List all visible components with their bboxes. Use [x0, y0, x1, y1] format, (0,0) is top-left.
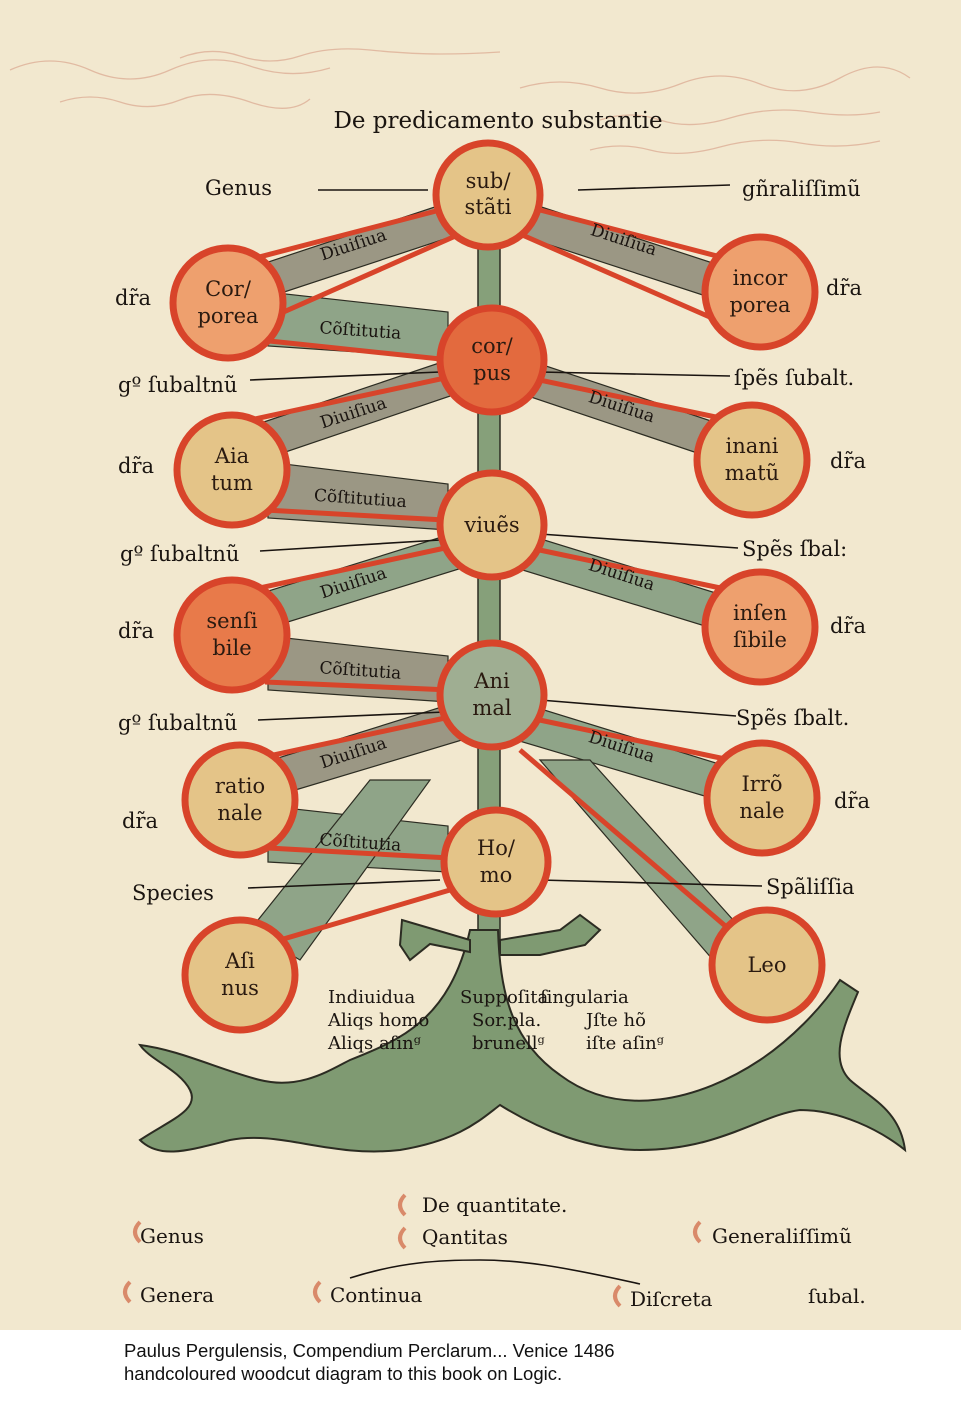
- node-inanimatum: [693, 401, 811, 519]
- node-animal: [436, 639, 548, 751]
- right-label-species-subalt: ſpẽs ſubalt.: [734, 366, 854, 390]
- individua-col1-line3: Aliqs aſinᵍ: [327, 1033, 421, 1054]
- node-animal-line2: mal: [472, 696, 511, 720]
- quantity-subal: ſubal.: [808, 1284, 866, 1308]
- quantity-brace: [349, 1259, 641, 1285]
- node-animatum-line1: Aia: [214, 444, 249, 468]
- individua-col3-line1: ſingularia: [540, 987, 629, 1008]
- node-leo-label: Leo: [747, 953, 786, 977]
- roots: [137, 929, 907, 1153]
- red-lines: [239, 207, 741, 943]
- node-incorporea-line2: porea: [729, 293, 790, 317]
- right-label-species-sbal: Spẽs ſbal:: [742, 537, 847, 561]
- left-label-differentia-1: dr̃a: [115, 286, 151, 310]
- diagram-title: De predicamento substantie: [333, 108, 662, 134]
- right-label-generalissimum: gñraliſſimũ: [742, 177, 861, 201]
- node-homo: [440, 806, 552, 918]
- right-label-differentia-2: dr̃a: [830, 449, 866, 473]
- individua-col3-line2: Jſte hõ: [584, 1010, 646, 1031]
- tree-of-porphyry-diagram: De predicamento substantie sub/ stãti Co…: [9, 48, 911, 1311]
- right-label-differentia-1: dr̃a: [826, 276, 862, 300]
- rubrication-marks: [123, 1193, 702, 1308]
- left-label-subalternum-1: gº ſubaltnũ: [118, 373, 237, 397]
- individua-col3-line3: iſte aſinᵍ: [586, 1033, 664, 1054]
- node-sensibile-line1: senſi: [206, 609, 258, 633]
- node-corpus-line2: pus: [473, 361, 511, 385]
- quantity-discreta: Diſcreta: [630, 1287, 712, 1311]
- node-homo-line2: mo: [480, 863, 513, 887]
- node-asinus-line2: nus: [221, 976, 259, 1000]
- individua-col2-line1: Suppoſita: [460, 987, 548, 1008]
- node-insensibile-line1: inſen: [733, 601, 787, 625]
- node-corporea-line1: Cor/: [205, 277, 252, 301]
- node-substantia-line1: sub/: [466, 169, 512, 193]
- node-rationale-line2: nale: [217, 801, 262, 825]
- node-corporea-line2: porea: [197, 304, 258, 328]
- node-animatum-line2: tum: [211, 471, 253, 495]
- pointer-lines: [247, 184, 763, 889]
- left-label-differentia-2: dr̃a: [118, 454, 154, 478]
- node-substantia-line2: stãti: [465, 195, 512, 219]
- left-label-subalternum-3: gº ſubaltnũ: [118, 711, 237, 735]
- node-asinus-line1: Aſi: [224, 949, 255, 973]
- node-insensibile: [701, 568, 819, 686]
- quantity-heading: De quantitate.: [422, 1193, 567, 1217]
- node-corpus: [436, 304, 548, 416]
- individua-col2-line2: Sor.pla.: [472, 1010, 541, 1031]
- node-incorporea-line1: incor: [733, 266, 789, 290]
- node-animal-line1: Ani: [473, 669, 510, 693]
- individua-col1-line2: Aliqs homo: [327, 1010, 429, 1031]
- quantity-quantitas: Qantitas: [422, 1225, 508, 1249]
- individua-col2-line3: brunellᵍ: [472, 1033, 545, 1054]
- right-label-species-sbalt: Spẽs ſbalt.: [736, 706, 849, 730]
- node-irrationale: [703, 739, 821, 857]
- caption-line1: Paulus Pergulensis, Compendium Perclarum…: [124, 1340, 615, 1361]
- quantity-generalissimum: Generaliſſimũ: [712, 1224, 852, 1248]
- node-substantia: [432, 139, 544, 251]
- caption-line2: handcoloured woodcut diagram to this boo…: [124, 1363, 563, 1384]
- nodes: [169, 139, 826, 1034]
- left-label-differentia-3: dr̃a: [118, 619, 154, 643]
- node-leo: [708, 906, 826, 1024]
- node-incorporea: [701, 233, 819, 351]
- node-sensibile: [173, 576, 291, 694]
- node-sensibile-line2: bile: [212, 636, 251, 660]
- node-rationale-line1: ratio: [215, 774, 265, 798]
- quantity-genera: Genera: [140, 1283, 214, 1307]
- node-insensibile-line2: ſibile: [733, 628, 787, 652]
- left-label-genus: Genus: [205, 176, 272, 200]
- node-inanimatum-line2: matũ: [725, 461, 779, 485]
- left-label-species: Species: [132, 881, 214, 905]
- left-label-subalternum-2: gº ſubaltnũ: [120, 542, 239, 566]
- node-rationale: [181, 741, 299, 859]
- node-animatum: [173, 411, 291, 529]
- marginalia: [9, 48, 911, 155]
- upper-branches: [398, 913, 602, 962]
- node-irrationale-line1: Irrõ: [741, 772, 782, 796]
- individua-col1-line1: Indiuidua: [328, 987, 415, 1008]
- node-corporea: [169, 244, 287, 362]
- quantity-continua: Continua: [330, 1283, 422, 1307]
- node-inanimatum-line1: inani: [725, 434, 778, 458]
- node-irrationale-line2: nale: [739, 799, 784, 823]
- node-vivens: [436, 469, 548, 581]
- right-label-specialissima: Spãliſſia: [766, 875, 855, 899]
- node-corpus-line1: cor/: [471, 334, 513, 358]
- node-asinus: [181, 916, 299, 1034]
- node-homo-line1: Ho/: [477, 836, 516, 860]
- quantity-genus: Genus: [140, 1224, 204, 1248]
- left-label-differentia-4: dr̃a: [122, 809, 158, 833]
- right-label-differentia-3: dr̃a: [830, 614, 866, 638]
- right-label-differentia-4: dr̃a: [834, 789, 870, 813]
- node-vivens-label: viuẽs: [463, 513, 519, 537]
